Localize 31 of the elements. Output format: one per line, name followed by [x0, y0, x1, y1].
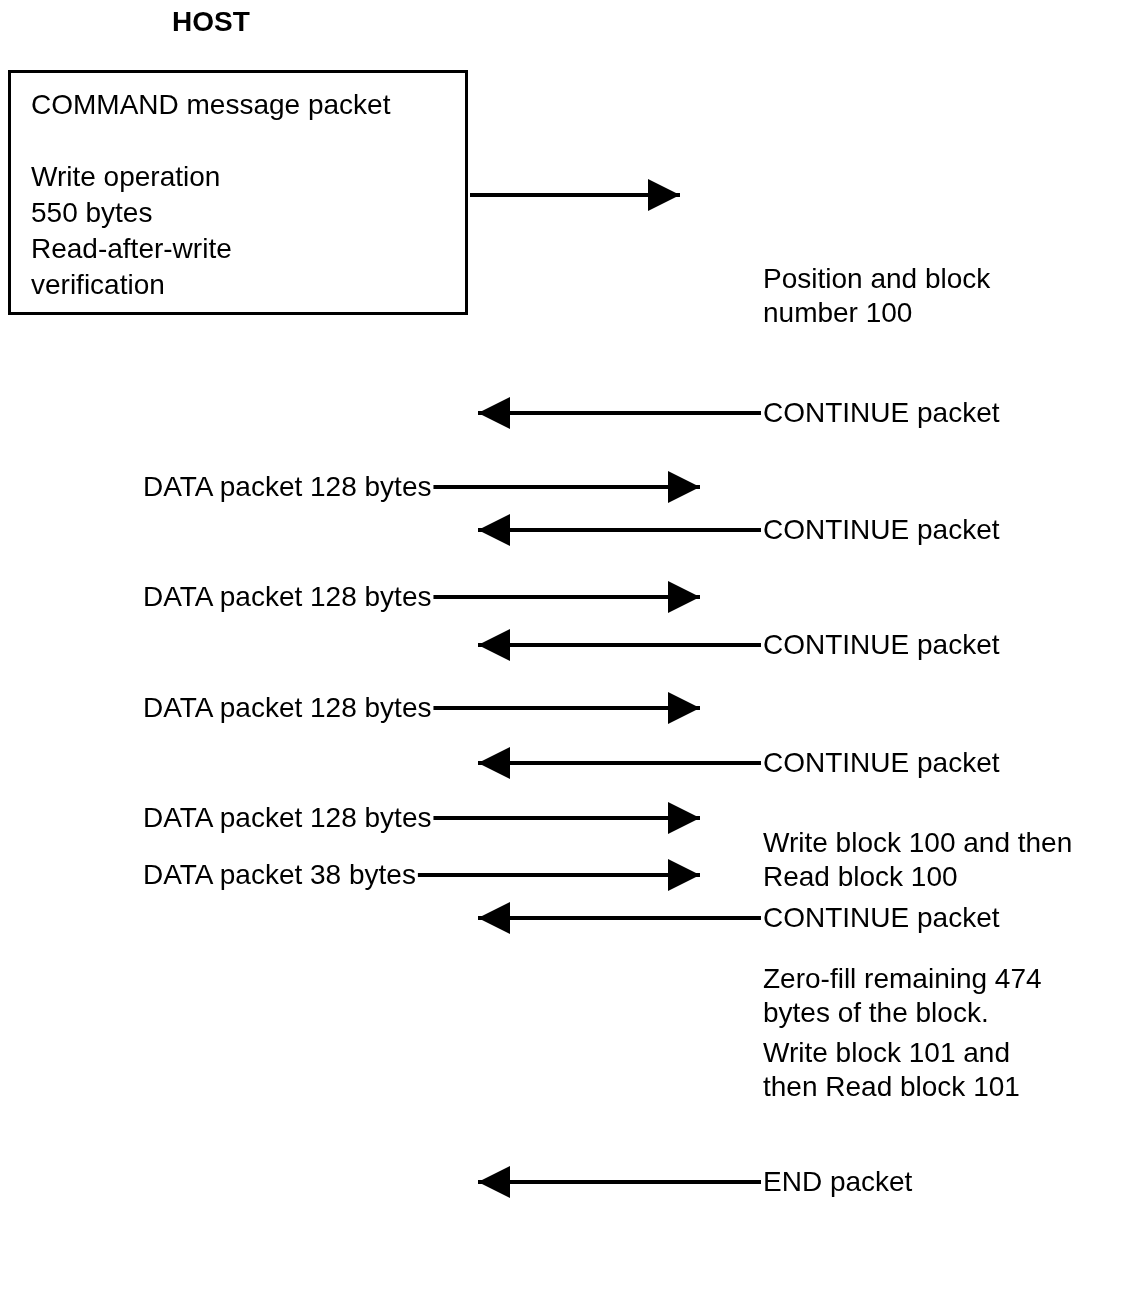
arrow	[478, 629, 761, 661]
arrow	[478, 902, 761, 934]
packet-label: CONTINUE packet	[763, 627, 1000, 663]
arrow	[433, 802, 700, 834]
note-text: Position and block number 100	[763, 262, 992, 330]
message-box	[8, 70, 468, 315]
arrow	[470, 179, 680, 211]
packet-label: DATA packet 128 bytes	[143, 469, 432, 505]
arrow	[433, 581, 700, 613]
note-text: Write block 101 and then Read block 101	[763, 1036, 1021, 1104]
note-text: Zero-fill remaining 474 bytes of the block.	[763, 962, 1043, 1030]
packet-label: DATA packet 38 bytes	[143, 857, 416, 893]
box-text: Write operation 550 bytes Read-after-write verification	[31, 160, 233, 302]
arrow	[417, 859, 700, 891]
packet-label: CONTINUE packet	[763, 900, 1000, 936]
packet-label: DATA packet 128 bytes	[143, 800, 432, 836]
packet-label: DATA packet 128 bytes	[143, 690, 432, 726]
arrow	[478, 747, 761, 779]
packet-label: DATA packet 128 bytes	[143, 579, 432, 615]
arrow	[478, 397, 761, 429]
note-text: Write block 100 and then Read block 100	[763, 826, 1074, 894]
packet-label: CONTINUE packet	[763, 395, 1000, 431]
arrow	[478, 1166, 761, 1198]
box-heading: COMMAND message packet	[31, 88, 392, 122]
packet-label: CONTINUE packet	[763, 745, 1000, 781]
packet-label: CONTINUE packet	[763, 512, 1000, 548]
arrow	[478, 514, 761, 546]
arrow	[433, 471, 700, 503]
column-heading: HOST	[172, 5, 251, 39]
arrow	[433, 692, 700, 724]
packet-label: END packet	[763, 1164, 913, 1200]
